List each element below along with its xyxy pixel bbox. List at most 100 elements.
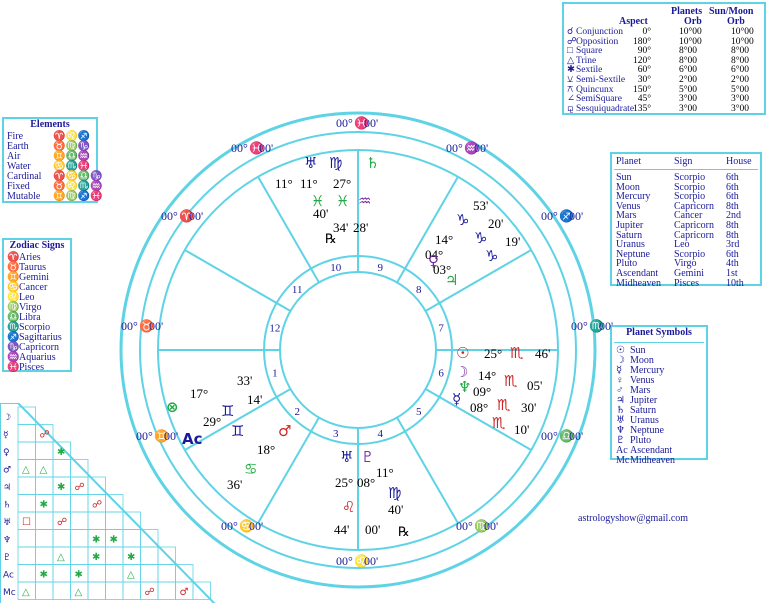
planet-glyph-icon: ♅ [616,415,625,426]
planet-position-label: 14° [478,368,496,383]
zodiac-row: ♏Scorpio [7,323,62,333]
svg-text:00°: 00° [446,141,463,155]
svg-text:00°: 00° [221,519,238,533]
svg-text:00': 00' [259,141,273,155]
aspect-orb2: 6°00 [731,65,750,76]
zodiac-name: Gemini [19,272,49,283]
planet-glyph-icon: ♏ [492,414,506,432]
aspect-angle: 120° [632,55,651,66]
zodiac-row: ♌Leo [7,293,62,303]
planet-symbol-name: Midheaven [630,455,675,466]
element-signs: ♊♍♐♓ [53,191,103,202]
zodiac-row: ♈Aries [7,253,62,263]
planet-glyph-icon: ♇ [616,435,625,446]
planet-glyph-icon: ♋ [244,460,257,478]
svg-text:♈: ♈ [179,209,194,223]
planet-name: Venus [616,200,641,212]
cusp-label: 00°♓00' [336,116,378,130]
aspect-mark-icon: △ [40,465,48,476]
element-label: Air [7,151,21,162]
house-cusp-line [184,388,291,451]
house-cusp-line [257,176,320,283]
element-label: Fixed [7,181,30,192]
planet-position-label: 00' [365,522,380,537]
svg-text:00': 00' [569,209,583,223]
planet-position-label: ℞ [398,524,410,539]
element-row: Earth♉♍♑ [7,142,103,152]
planet-name: Ascendant [616,268,659,279]
planet-symbol-name: Sun [630,345,646,356]
house-number: 11 [292,284,303,296]
planet-glyph-icon: ☿ [616,365,623,376]
element-label: Cardinal [7,171,42,182]
zodiac-row: ♉Taurus [7,263,62,273]
svg-text:♊: ♊ [154,429,169,443]
planet-position-label: 05' [527,378,542,393]
aspect-orb1: 2°00 [679,75,698,85]
grid-row-glyph-icon: ♃ [3,483,11,493]
planet-position-label: 44' [334,522,349,537]
planet-glyph-icon: ☉ [616,345,625,356]
planet-glyph-icon: ♃ [616,395,625,406]
svg-text:00°: 00° [161,209,178,223]
planet-symbol-name: Pluto [630,435,652,446]
aspect-glyph: ⚻ [567,84,574,95]
planet-name: Pluto [616,258,638,270]
aspect-orb1: 10°00 [679,36,702,47]
aspect-mark-icon: △ [127,570,135,581]
planet-glyph-icon: ♂ [278,422,291,440]
planet-house: 8th [726,220,739,231]
planet-glyph-icon: ♒ [358,192,371,210]
planet-house: 6th [726,181,739,193]
svg-text:00': 00' [569,429,583,443]
contact-email[interactable]: astrologyshow@gmail.com [578,513,689,524]
house-number: 9 [378,262,384,274]
aspect-glyph: ☍ [567,36,577,47]
planet-position-label: 18° [257,442,275,457]
planet-glyph-icon: ♏ [510,344,524,362]
planet-glyph-icon: ♂ [616,385,624,396]
orb2-header: Orb [727,16,745,27]
planet-name: Mars [616,210,637,222]
planet-position-label: 19' [505,234,520,249]
cusp-label: 00°♏00' [571,319,613,333]
planet-symbols-panel: Planet Symbols ☉Sun☽Moon☿Mercury♀Venus♂M… [610,325,708,466]
planet-position-label: 25° [484,346,502,361]
planet-name: Saturn [616,229,643,241]
planet-house: 10th [726,277,744,289]
cusp-label: 00°♈00' [161,209,203,223]
element-row: Water♋♏♓ [7,162,103,172]
orb1-header: Orb [684,16,702,27]
planet-position-label: 14° [435,232,453,247]
planet-name: Jupiter [616,220,644,231]
svg-text:♏: ♏ [589,319,604,333]
svg-text:00°: 00° [541,429,558,443]
house-number: 4 [378,428,384,440]
planet-glyph-icon: ♆ [458,378,471,396]
planet-symbol-name: Mercury [630,365,665,376]
grid-row-glyph-icon: ♄ [3,501,11,511]
planet-position-label: 30' [521,400,536,415]
zodiac-row: ♐Sagittarius [7,333,62,343]
planet-position-label: 28' [353,220,368,235]
aspect-mark-icon: ✱ [57,482,65,493]
house-cusp-line [425,388,532,451]
planet-position-label: 11° [275,176,293,191]
planet-name: Uranus [616,239,645,251]
planet-symbol-row: ☽Moon [616,356,675,366]
aspect-angle: 150° [632,84,651,95]
planet-position-label: 14' [247,392,262,407]
planet-glyph-icon: ☽ [616,355,625,366]
planet-sign: Capricorn [674,200,714,212]
planet-position-label: ℞ [325,231,337,246]
aspect-mark-icon: ✱ [110,535,118,546]
aspect-header: Aspect [619,16,648,27]
planet-glyph-icon: ♍ [388,484,401,502]
svg-text:♓: ♓ [249,141,264,155]
grid-row-glyph-icon: Ac [3,571,14,581]
cusp-label: 00°♒00' [446,141,488,155]
planet-symbol-row: ☉ Sun [616,346,675,356]
element-row: Fixed♉♌♏♒ [7,182,103,192]
zodiac-glyph-icon: ♌ [7,292,20,303]
house-cusp-line [425,249,532,312]
